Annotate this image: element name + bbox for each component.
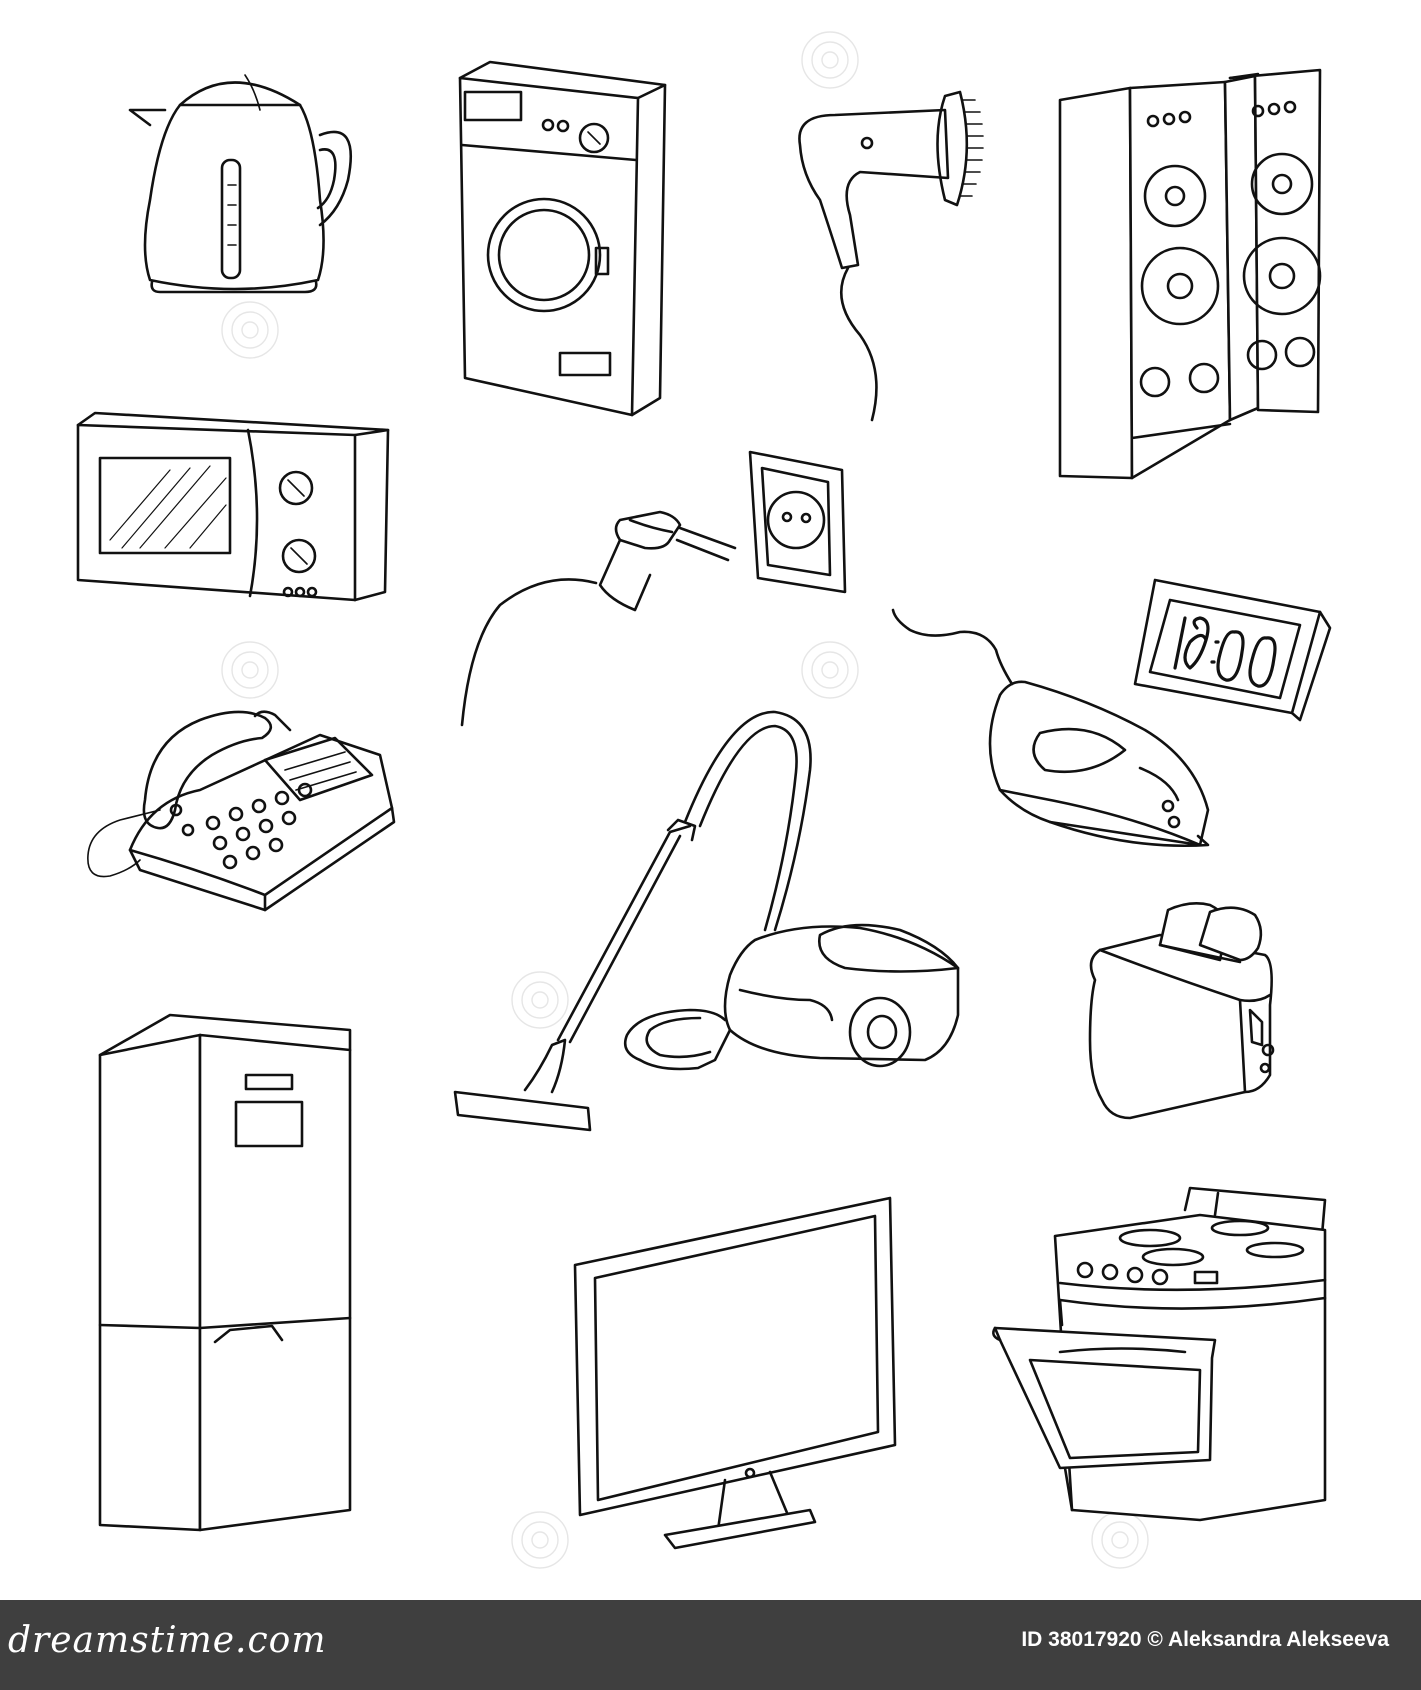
washing-machine-icon	[458, 60, 667, 417]
microwave-icon	[76, 411, 390, 602]
footer-bar: dreamstime.com ID 38017920 © Aleksandra …	[0, 1600, 1421, 1690]
speakers-icon	[1058, 68, 1322, 480]
watermark-swirl	[221, 641, 279, 699]
brand-logo[interactable]: dreamstime.com	[8, 1620, 327, 1661]
stove-oven-icon	[992, 1186, 1327, 1522]
vacuum-cleaner-icon	[453, 710, 960, 1132]
watermark-swirl	[801, 641, 859, 699]
wall-socket-icon	[748, 450, 847, 594]
watermark-swirl	[221, 301, 279, 359]
plug-icon	[460, 510, 737, 727]
refrigerator-icon	[98, 1013, 352, 1532]
watermark-swirl	[511, 1511, 569, 1569]
watermark-swirl	[801, 31, 859, 89]
toaster-icon	[1088, 902, 1275, 1120]
digital-clock-icon	[1133, 578, 1332, 722]
tv-monitor-icon	[573, 1196, 897, 1550]
iron-icon	[891, 608, 1210, 848]
hair-dryer-icon	[798, 90, 984, 422]
watermark-swirl	[511, 971, 569, 1029]
kettle-icon	[128, 74, 353, 294]
appliance-doodles	[76, 60, 1332, 1550]
telephone-icon	[87, 710, 396, 912]
image-credit: ID 38017920 © Aleksandra Alekseeva	[1021, 1628, 1389, 1651]
